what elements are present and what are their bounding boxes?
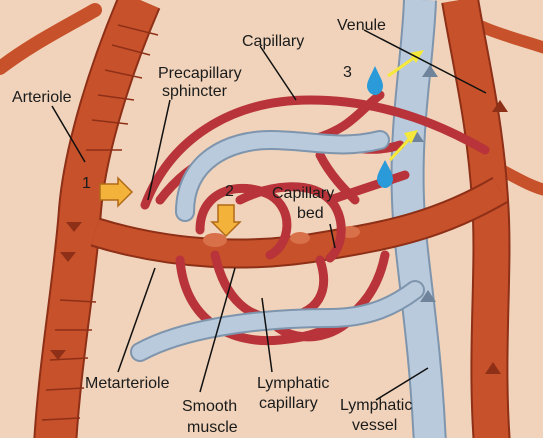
label-capillary-bed-line1: Capillary [272,185,334,202]
orange-arrow-1 [99,176,134,208]
arteriole-fill [35,0,159,438]
water-drop-icon [367,66,383,95]
yellow-arrow-4 [388,134,414,162]
lymphatic-capillaries [130,129,425,362]
yellow-arrow-4-head [404,130,418,144]
marker-1: 1 [82,175,91,192]
orange-arrow-2 [210,204,242,238]
label-metarteriole: Metarteriole [85,375,170,392]
flow-arrows [50,100,508,374]
smooth-muscle-cell-2 [290,232,310,244]
metarteriole-fill [91,178,507,267]
leader-lines [51,29,487,401]
label-smooth-muscle-line2: muscle [187,419,238,436]
label-venule: Venule [337,17,386,34]
smooth-muscle-cell [203,233,227,247]
water-drop-icon [377,160,393,188]
marker-2: 2 [225,183,234,200]
label-lymphatic-vessel-line1: Lymphatic [340,397,412,414]
marker-3: 3 [343,64,352,81]
label-smooth-muscle-line1: Smooth [182,398,237,415]
label-precapillary-line1: Precapillary [158,65,242,82]
arteriole-rings [41,24,159,421]
label-lymphatic-vessel-line2: vessel [352,417,397,434]
label-capillary-bed-line2: bed [297,205,324,222]
background-vessel-left [0,3,102,75]
label-lymphatic-capillary-line2: capillary [259,395,318,412]
label-lymphatic-capillary-line1: Lymphatic [257,375,329,392]
label-precapillary-line2: sphincter [162,83,228,100]
label-arteriole: Arteriole [12,89,72,106]
label-capillary: Capillary [242,33,304,50]
